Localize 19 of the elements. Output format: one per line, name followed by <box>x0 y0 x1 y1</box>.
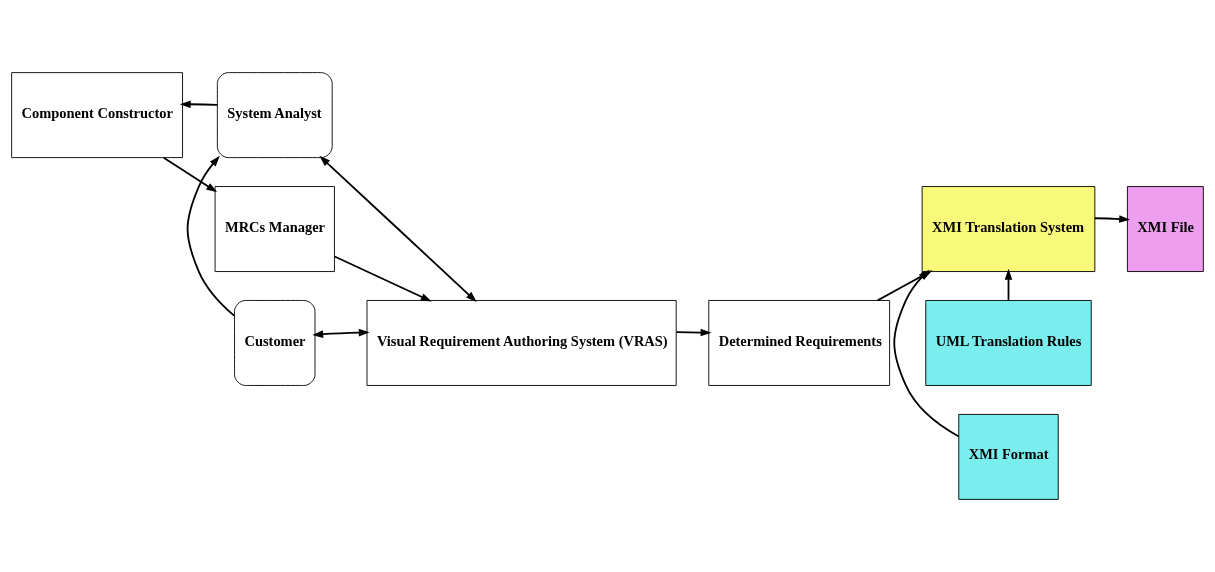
node-box: Determined Requirements <box>708 300 891 386</box>
node-box: UML Translation Rules <box>925 300 1092 386</box>
arrow <box>312 328 370 338</box>
node-box: XMI Translation System <box>921 186 1096 272</box>
node-box: XMI File <box>1126 186 1204 272</box>
arrow <box>186 155 236 317</box>
node-box: System Analyst <box>216 72 333 159</box>
node-box: Customer <box>234 300 316 386</box>
arrow <box>333 255 432 302</box>
node-box: XMI Format <box>958 413 1059 500</box>
arrow <box>1093 215 1131 223</box>
node-box: MRCs Manager <box>214 186 335 272</box>
arrow <box>319 155 477 303</box>
arrow <box>179 100 219 109</box>
arrow <box>162 156 218 193</box>
arrow <box>675 328 712 337</box>
node-box: Component Constructor <box>11 72 183 159</box>
node-box: Visual Requirement Authoring System (VRAS) <box>366 300 677 386</box>
arrow <box>1004 268 1013 302</box>
